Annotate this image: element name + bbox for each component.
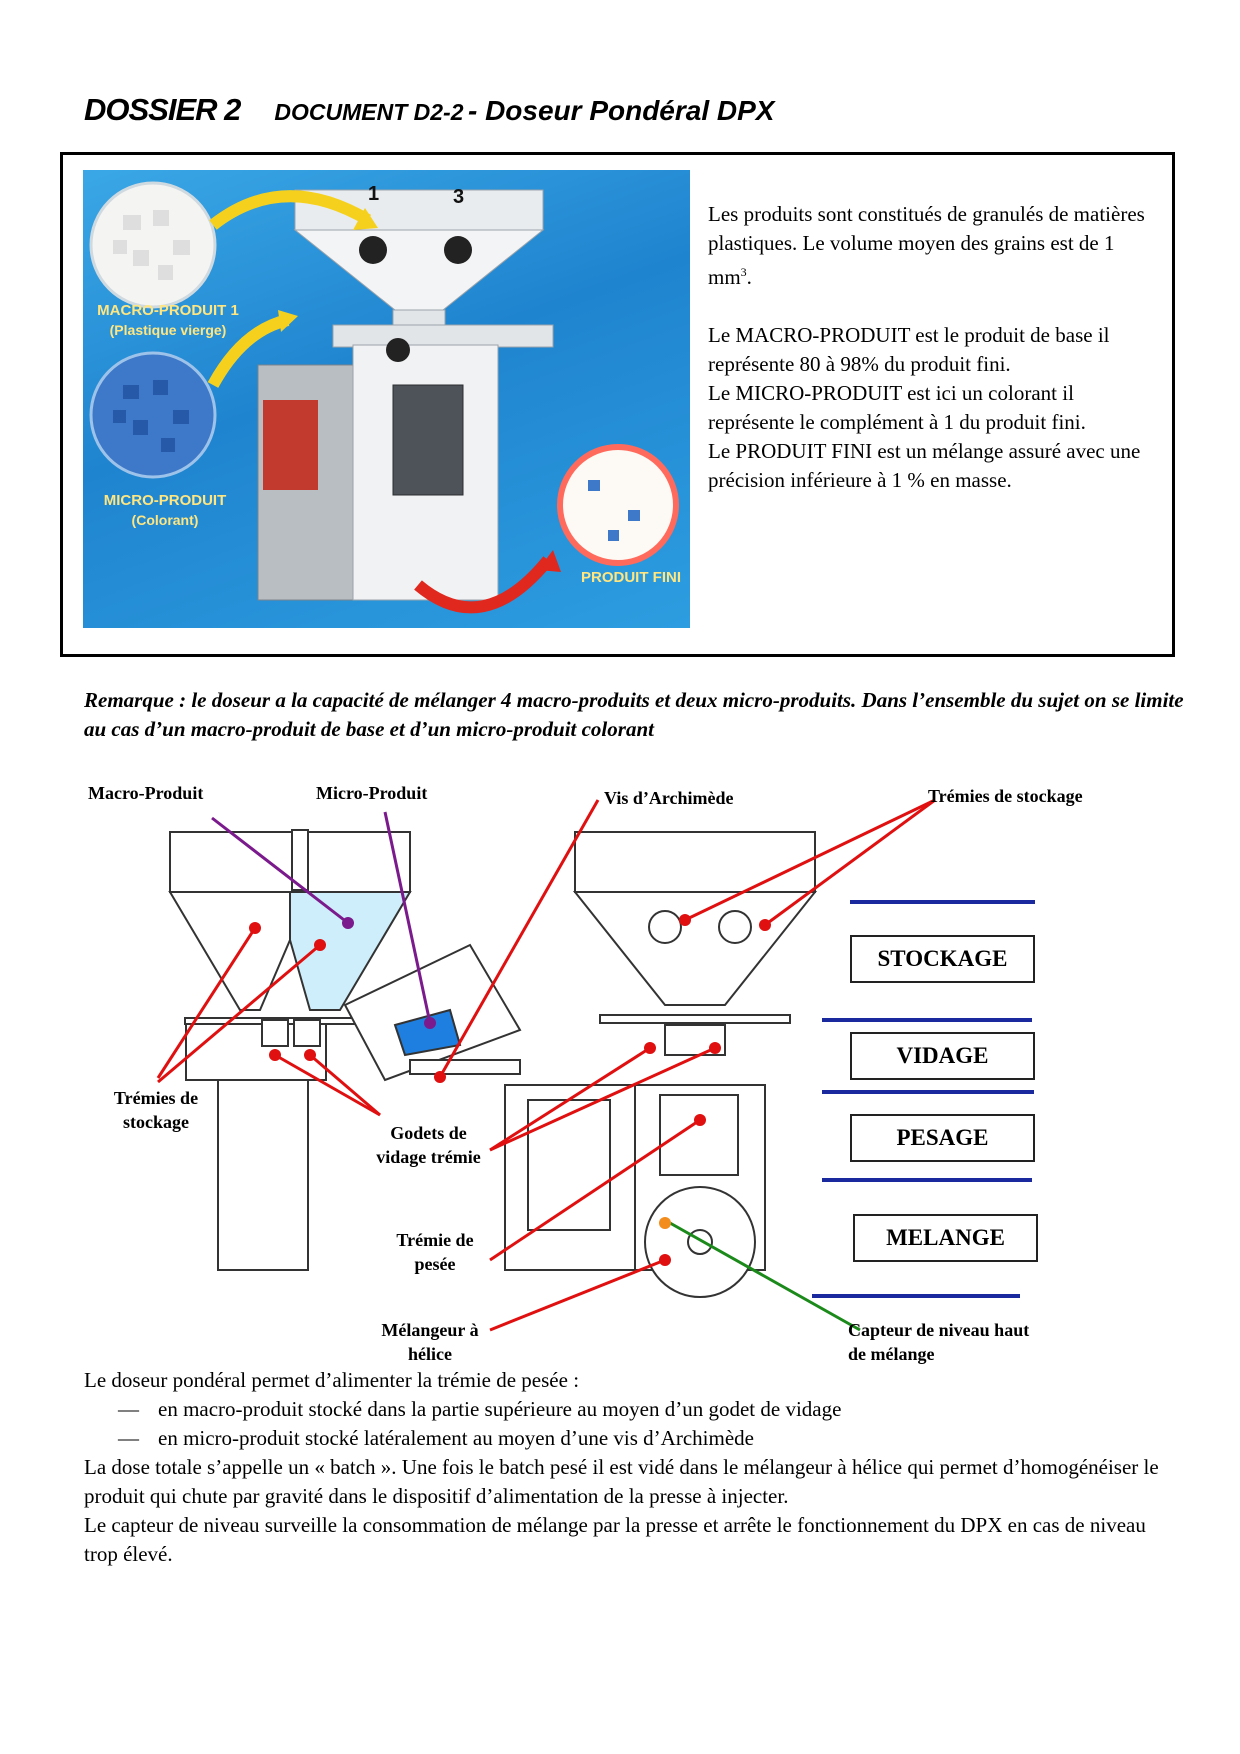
stage-separator [822,1090,1034,1094]
dossier-label: DOSSIER 2 [84,92,241,127]
label-tremie-pesee: Trémie de pesée [396,1230,474,1274]
intro-paragraph-2: Le MACRO-PRODUIT est le produit de base … [708,323,1110,376]
body-paragraph-3: Le capteur de niveau surveille la consom… [84,1513,1146,1566]
stage-separator [812,1294,1020,1298]
stage-separator [850,900,1035,904]
list-item: —en macro-produit stocké dans la partie … [118,1397,842,1421]
pointer-lines [156,798,936,1332]
machine-image [257,189,554,601]
intro-paragraph-1: Les produits sont constitués de granulés… [708,202,1145,289]
micro-pointer [383,811,432,1024]
micro-granules-image [89,351,217,479]
sensor-dot [659,1217,671,1229]
document-label: DOCUMENT D2-2 [274,99,464,125]
photo-illustration: MACRO-PRODUIT 1 (Plastique vierge) MICRO… [89,181,681,614]
stage-stockage: STOCKAGE [850,935,1035,983]
label-tremies-top: Trémies de stockage [928,786,1083,806]
stage-pesage: PESAGE [850,1114,1035,1162]
micro-arrow-head [278,310,298,332]
left-view-drawing [168,829,522,1271]
micro-photo-label: MICRO-PRODUIT [104,492,227,509]
output-arrow [414,556,553,614]
sensor-pointer [669,1221,861,1332]
macro-dot [342,917,354,929]
body-paragraph-2: La dose totale s’appelle un « batch ». U… [84,1455,1159,1508]
list-item: —en micro-produit stocké latéralement au… [118,1426,754,1450]
stage-vidage: VIDAGE [850,1032,1035,1080]
product-photo: MACRO-PRODUIT 1 (Plastique vierge) MICRO… [83,170,690,628]
remark: Remarque : le doseur a la capacité de mé… [84,688,1184,741]
label-tremies-left: Trémies de stockage [113,1088,199,1132]
micro-dot [424,1017,436,1029]
label-godets: Godets de vidage trémie [376,1123,481,1167]
macro-granules-image [89,181,217,309]
doseur-diagram [156,798,936,1332]
macro-arrow-head [353,208,378,230]
body-paragraph-1: Le doseur pondéral permet d’alimenter la… [84,1368,580,1392]
label-micro-produit: Micro-Produit [316,783,428,803]
finished-product-label: PRODUIT FINI [581,569,681,586]
finished-product-image [557,444,679,566]
stage-melange: MELANGE [853,1214,1038,1262]
right-view-drawing [504,831,818,1298]
intro-paragraph-3: Le MICRO-PRODUIT est ici un colorant il … [708,381,1086,434]
intro-paragraph-4: Le PRODUIT FINI est un mélange assuré av… [708,439,1141,492]
macro-photo-label: MACRO-PRODUIT 1 [97,302,239,319]
label-macro-produit: Macro-Produit [88,783,204,803]
label-capteur: Capteur de niveau haut de mélange [848,1320,1030,1364]
hopper-number-3: 3 [453,186,464,208]
body-text: Le doseur pondéral permet d’alimenter la… [84,1366,1164,1569]
label-vis-archimede: Vis d’Archimède [604,788,734,808]
hopper-number-1: 1 [368,183,379,205]
macro-photo-sublabel: (Plastique vierge) [110,322,227,338]
micro-photo-sublabel: (Colorant) [132,512,199,528]
intro-text: Les produits sont constitués de granulés… [708,200,1158,495]
intro-frame [60,152,1175,657]
macro-arrow [209,190,372,230]
document-title: - Doseur Pondéral DPX [467,95,775,126]
macro-pointer [211,816,349,925]
label-melangeur: Mélangeur à hélice [381,1320,479,1364]
micro-arrow [207,314,290,388]
stage-separator [822,1178,1032,1182]
pointer-dots [249,914,771,1266]
stage-separator [822,1018,1032,1022]
output-arrow-head [538,550,561,572]
page-title: DOSSIER 2 DOCUMENT D2-2 - Doseur Pondéral… [84,92,774,128]
